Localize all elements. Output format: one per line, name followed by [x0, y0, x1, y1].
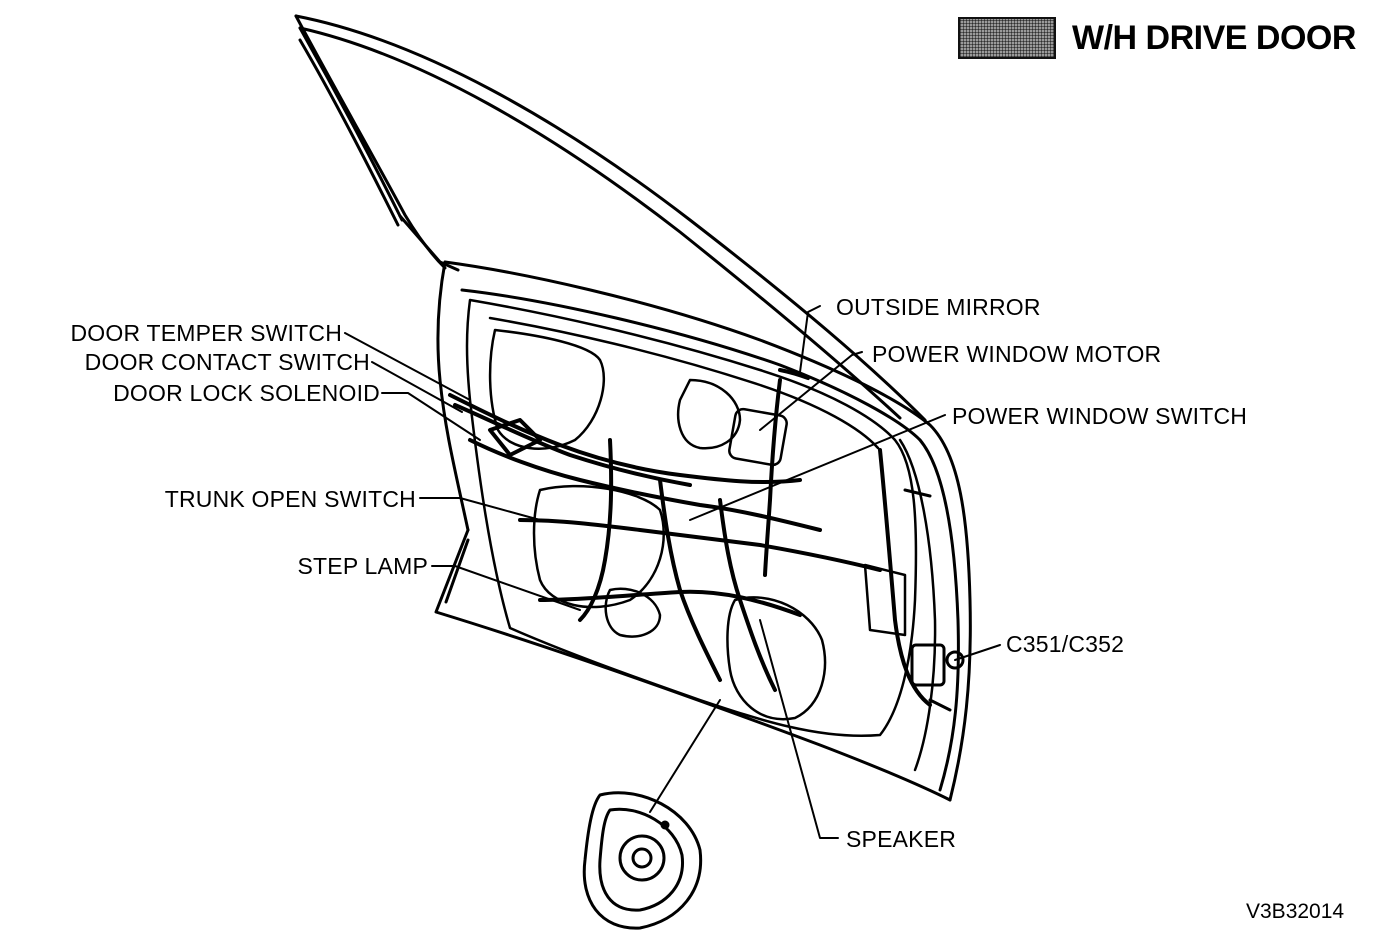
label-connector-c351-c352: C351/C352: [1006, 631, 1125, 657]
label-outside-mirror: OUTSIDE MIRROR: [836, 294, 1041, 320]
figure-code: V3B32014: [1246, 900, 1345, 923]
label-power-window-motor: POWER WINDOW MOTOR: [872, 341, 1162, 367]
label-power-window-switch: POWER WINDOW SWITCH: [952, 403, 1248, 429]
page-title: W/H DRIVE DOOR: [1072, 18, 1356, 57]
label-step-lamp: STEP LAMP: [297, 553, 428, 579]
label-speaker: SPEAKER: [846, 826, 957, 852]
label-trunk-open-switch: TRUNK OPEN SWITCH: [164, 486, 416, 512]
title-block: W/H DRIVE DOOR: [958, 16, 1356, 60]
door-shell: [434, 260, 972, 802]
title-swatch: [958, 17, 1056, 59]
speaker-illustration: [582, 791, 703, 930]
wire-harness: [448, 368, 932, 707]
leader-lines: [344, 305, 1001, 839]
label-door-lock-solenoid: DOOR LOCK SOLENOID: [113, 380, 380, 406]
label-door-temper-switch: DOOR TEMPER SWITCH: [70, 320, 342, 346]
connector-block: [903, 488, 965, 712]
label-door-contact-switch: DOOR CONTACT SWITCH: [84, 349, 370, 375]
inner-panel: [465, 298, 937, 772]
panel-openings: [488, 328, 907, 721]
window-frame: [294, 14, 927, 422]
